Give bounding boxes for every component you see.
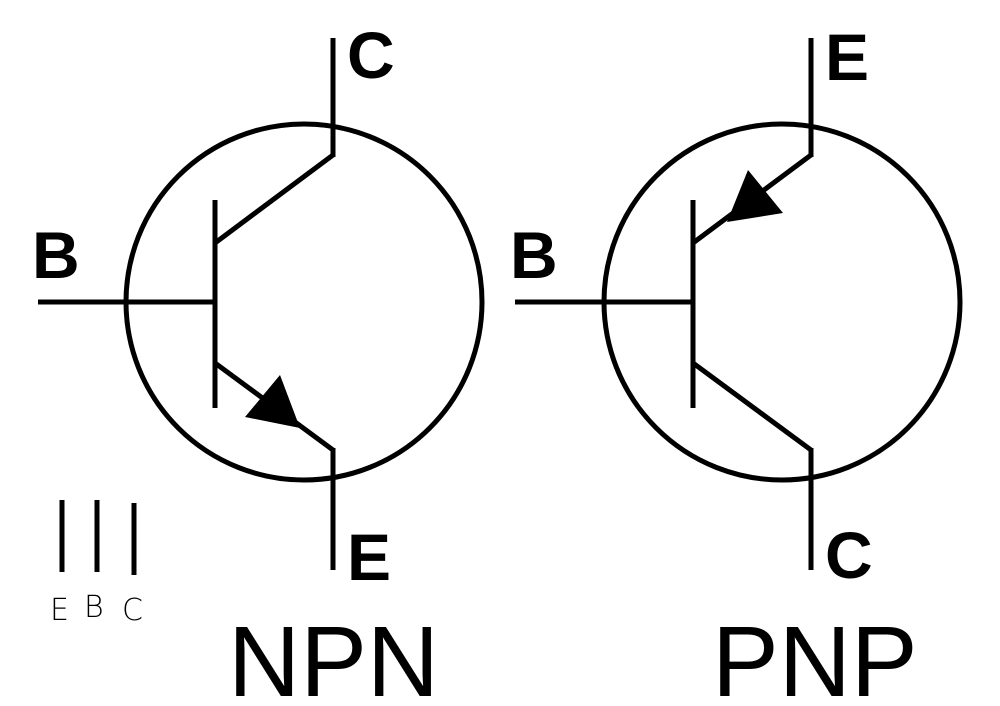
npn-emitter-label: E xyxy=(347,520,391,594)
pinout-label-base: B xyxy=(84,590,104,625)
pnp-collector-diagonal xyxy=(691,360,813,453)
pnp-type-label: PNP xyxy=(712,606,918,706)
npn-collector-diagonal xyxy=(213,152,335,246)
npn-type-label: NPN xyxy=(228,606,439,706)
pnp-base-label: B xyxy=(510,218,558,292)
pnp-collector-label: C xyxy=(825,518,873,592)
pnp-emitter-label: E xyxy=(825,20,869,94)
npn-collector-label: C xyxy=(347,18,395,92)
pnp-symbol: E B C PNP xyxy=(510,20,963,706)
pinout-label-collector: C xyxy=(122,593,143,628)
npn-base-label: B xyxy=(32,218,80,292)
pnp-emitter-arrow xyxy=(727,170,783,222)
npn-symbol: C B E NPN xyxy=(32,18,485,706)
pinout-label-emitter: E xyxy=(50,593,69,628)
pinout-sketch: E B C xyxy=(50,500,143,628)
npn-emitter-arrow xyxy=(245,375,300,428)
